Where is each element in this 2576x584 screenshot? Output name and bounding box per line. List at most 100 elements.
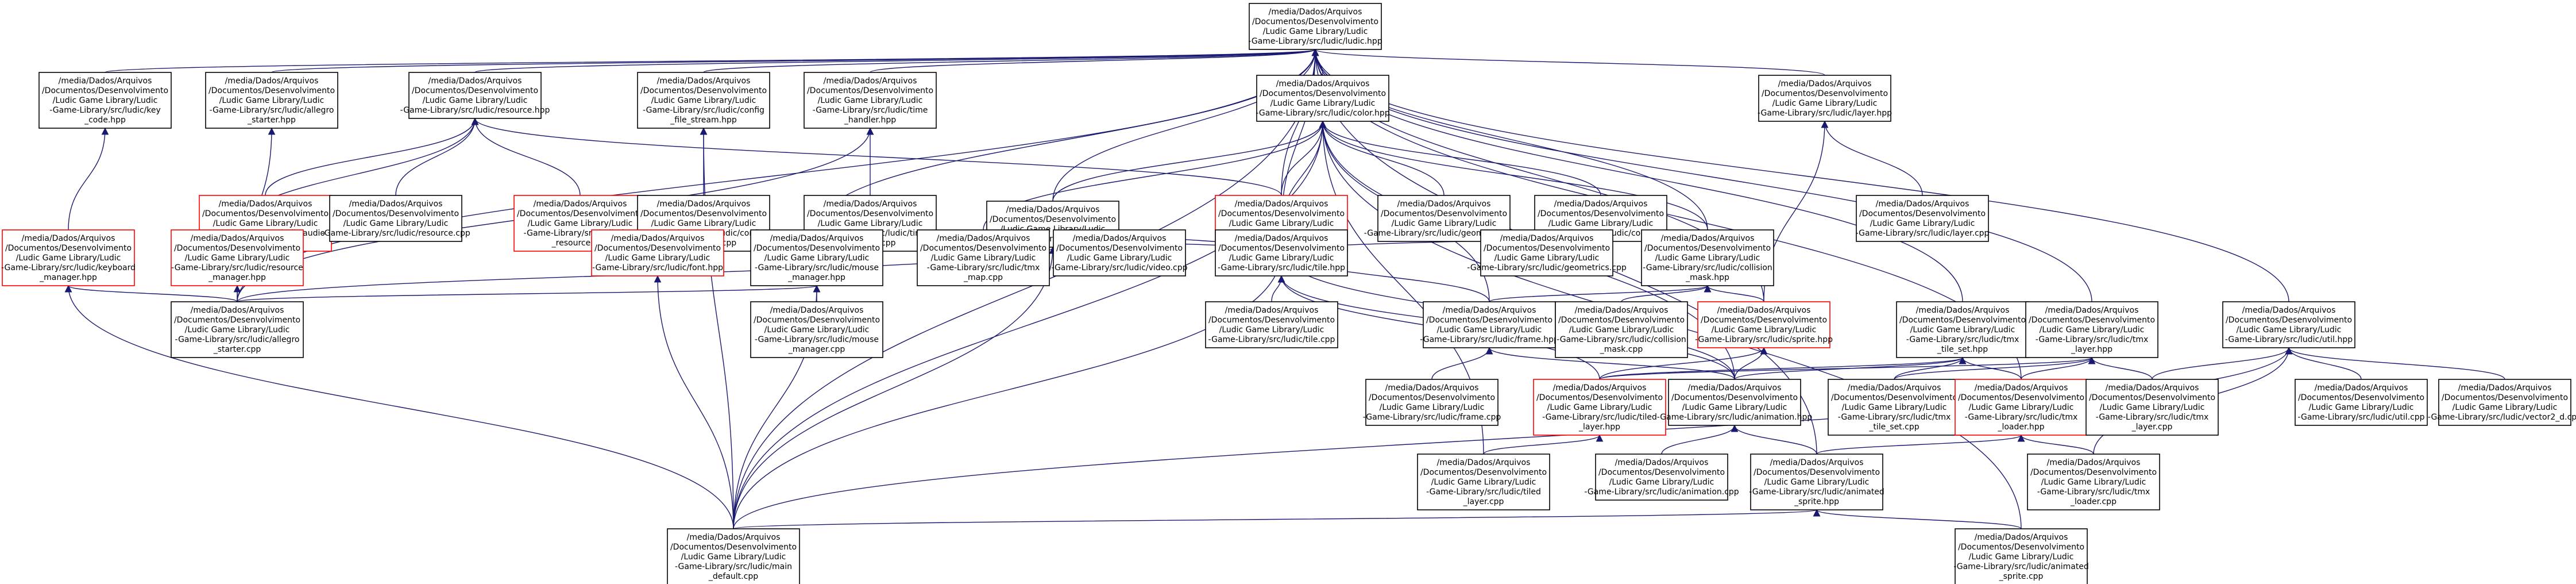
node-label-line: /Ludic Game Library/Ludic (1772, 99, 1878, 108)
graph-node-keyboard-manager-hpp[interactable]: /media/Dados/Arquivos/Documentos/Desenvo… (1, 229, 136, 286)
graph-node-animated-sprite-hpp[interactable]: /media/Dados/Arquivos/Documentos/Desenvo… (1749, 454, 1884, 510)
graph-node-video-cpp[interactable]: /media/Dados/Arquivos/Documentos/Desenvo… (1052, 229, 1188, 276)
node-label-line: /Documentos/Desenvolvimento (1426, 316, 1552, 325)
graph-node-root[interactable]: /media/Dados/Arquivos/Documentos/Desenvo… (1248, 3, 1382, 50)
graph-node-util-cpp[interactable]: /media/Dados/Arquivos/Documentos/Desenvo… (2295, 379, 2428, 426)
node-label-line: /Ludic Game Library/Ludic (605, 253, 710, 263)
graph-node-tile-hpp[interactable]: /media/Dados/Arquivos/Documentos/Desenvo… (1215, 229, 1348, 276)
node-label-line: -Game-Library/src/ludic/animated (1749, 487, 1884, 497)
node-label-line: /Documentos/Desenvolvimento (1762, 89, 1888, 98)
graph-node-mouse-manager-hpp[interactable]: /media/Dados/Arquivos/Documentos/Desenvo… (750, 229, 883, 286)
node-label-line: -Game-Library/src/ludic/resource.hpp (400, 106, 550, 115)
graph-node-sprite-hpp[interactable]: /media/Dados/Arquivos/Documentos/Desenvo… (1695, 301, 1833, 348)
node-label-line: _layer.cpp (2131, 422, 2173, 432)
node-label-line: /media/Dados/Arquivos (770, 234, 864, 243)
graph-node-frame-hpp[interactable]: /media/Dados/Arquivos/Documentos/Desenvo… (1420, 301, 1559, 348)
node-box (408, 72, 542, 119)
node-label-line: _file_stream.hpp (670, 116, 737, 125)
node-label-line: /Documentos/Desenvolvimento (1369, 393, 1495, 402)
graph-node-resource-hpp[interactable]: /media/Dados/Arquivos/Documentos/Desenvo… (400, 72, 550, 119)
graph-node-layer-hpp[interactable]: /media/Dados/Arquivos/Documentos/Desenvo… (1758, 75, 1892, 122)
node-label-line: /media/Dados/Arquivos (191, 306, 284, 315)
node-label-line: _starter.cpp (213, 345, 261, 354)
node-label-line: /Ludic Game Library/Ludic (1655, 253, 1760, 263)
node-label-line: _tile_set.hpp (1937, 345, 1988, 354)
graph-node-tile-cpp[interactable]: /media/Dados/Arquivos/Documentos/Desenvo… (1205, 301, 1338, 348)
node-label-line: /media/Dados/Arquivos (687, 533, 781, 542)
graph-node-tiled-layer-cpp[interactable]: /media/Dados/Arquivos/Documentos/Desenvo… (1417, 454, 1550, 510)
node-box (1955, 528, 2088, 584)
graph-node-layer-cpp[interactable]: /media/Dados/Arquivos/Documentos/Desenvo… (1856, 195, 1990, 242)
include-edge (1319, 120, 1708, 230)
node-label-line: -Game-Library/src/ludic/tmx (1838, 413, 1951, 422)
include-edge (1816, 434, 2025, 455)
graph-node-vector2-d-cpp[interactable]: /media/Dados/Arquivos/Documentos/Desenvo… (2428, 379, 2576, 426)
graph-node-tmx-tile-set-hpp[interactable]: /media/Dados/Arquivos/Documentos/Desenvo… (1896, 301, 2029, 358)
node-box (2085, 379, 2219, 436)
graph-node-animation-cpp[interactable]: /media/Dados/Arquivos/Documentos/Desenvo… (1584, 454, 1739, 501)
node-label-line: /Ludic Game Library/Ludic (1569, 325, 1674, 335)
node-label-line: /Ludic Game Library/Ludic (818, 219, 923, 228)
include-edge (1599, 356, 2095, 380)
graph-node-collision-mask-cpp[interactable]: /media/Dados/Arquivos/Documentos/Desenvo… (1555, 301, 1688, 358)
graph-node-tmx-map-cpp[interactable]: /media/Dados/Arquivos/Documentos/Desenvo… (917, 229, 1050, 286)
node-label-line: /media/Dados/Arquivos (22, 234, 115, 243)
graph-node-tmx-layer-hpp[interactable]: /media/Dados/Arquivos/Documentos/Desenvo… (2025, 301, 2158, 358)
graph-node-tmx-loader-hpp[interactable]: /media/Dados/Arquivos/Documentos/Desenvo… (1955, 379, 2088, 436)
node-label-line: /Ludic Game Library/Ludic (185, 325, 290, 335)
node-label-line: -Game-Library/src/ludic/ludic.hpp (1248, 37, 1382, 46)
node-box (2438, 379, 2571, 426)
graph-node-collision-mask-hpp[interactable]: /media/Dados/Arquivos/Documentos/Desenvo… (1641, 229, 1774, 286)
node-label-line: /media/Dados/Arquivos (1500, 234, 1594, 243)
include-edge (237, 285, 820, 302)
graph-node-main-default-cpp[interactable]: /media/Dados/Arquivos/Documentos/Desenvo… (667, 528, 800, 584)
graph-node-frame-cpp[interactable]: /media/Dados/Arquivos/Documentos/Desenvo… (1363, 379, 1501, 426)
include-edge (1704, 285, 1764, 302)
node-label-line: /Ludic Game Library/Ludic (1219, 325, 1324, 335)
include-edge (471, 117, 1282, 196)
include-edge (733, 246, 1057, 529)
node-label-line: _loader.hpp (1997, 422, 2044, 432)
node-box (750, 229, 883, 286)
graph-node-util-hpp[interactable]: /media/Dados/Arquivos/Documentos/Desenvo… (2222, 301, 2355, 348)
graph-node-animated-sprite-cpp[interactable]: /media/Dados/Arquivos/Documentos/Desenvo… (1953, 528, 2089, 584)
graph-node-video-hpp[interactable]: /media/Dados/Arquivos/Documentos/Desenvo… (984, 201, 1121, 248)
node-label-line: /Ludic Game Library/Ludic (1682, 403, 1787, 412)
graph-node-resource-cpp[interactable]: /media/Dados/Arquivos/Documentos/Desenvo… (321, 195, 470, 242)
node-label-line: -Game-Library/src/ludic/resource (171, 263, 303, 272)
node-label-line: -Game-Library/src/ludic/animation.hpp (1657, 413, 1813, 422)
graph-node-tmx-layer-cpp[interactable]: /media/Dados/Arquivos/Documentos/Desenvo… (2085, 379, 2219, 436)
graph-node-time-handler-hpp[interactable]: /media/Dados/Arquivos/Documentos/Desenvo… (804, 72, 937, 129)
graph-node-resource-manager-hpp[interactable]: /media/Dados/Arquivos/Documentos/Desenvo… (171, 229, 304, 286)
graph-node-geometrics-hpp[interactable]: /media/Dados/Arquivos/Documentos/Desenvo… (1364, 195, 1524, 242)
include-edge (1319, 120, 1445, 196)
include-edge (68, 127, 109, 230)
node-box (1480, 229, 1613, 276)
graph-node-key-code[interactable]: /media/Dados/Arquivos/Documentos/Desenvo… (38, 72, 172, 129)
graph-node-geometrics-cpp[interactable]: /media/Dados/Arquivos/Documentos/Desenvo… (1467, 229, 1627, 276)
node-label-line: /media/Dados/Arquivos (1443, 306, 1536, 315)
node-label-line: /Documentos/Desenvolvimento (2089, 393, 2215, 402)
include-edge (1319, 120, 1601, 196)
node-box (2025, 301, 2158, 358)
graph-node-tiled-layer-hpp[interactable]: /media/Dados/Arquivos/Documentos/Desenvo… (1533, 379, 1666, 436)
graph-node-allegro-starter-cpp[interactable]: /media/Dados/Arquivos/Documentos/Desenvo… (171, 301, 304, 358)
node-label-line: /Ludic Game Library/Ludic (1229, 253, 1334, 263)
graph-node-animation-hpp[interactable]: /media/Dados/Arquivos/Documentos/Desenvo… (1657, 379, 1813, 426)
graph-node-allegro-starter-hpp[interactable]: /media/Dados/Arquivos/Documentos/Desenvo… (205, 72, 338, 129)
node-box (1828, 379, 1961, 436)
node-label-line: /Ludic Game Library/Ludic (1437, 325, 1542, 335)
graph-node-tmx-tile-set-cpp[interactable]: /media/Dados/Arquivos/Documentos/Desenvo… (1828, 379, 1961, 436)
graph-node-tmx-loader-cpp[interactable]: /media/Dados/Arquivos/Documentos/Desenvo… (2027, 454, 2160, 510)
node-label-line: /Ludic Game Library/Ludic (213, 219, 318, 228)
node-label-line: /Documentos/Desenvolvimento (333, 209, 459, 218)
graph-node-config-file-stream-hpp[interactable]: /media/Dados/Arquivos/Documentos/Desenvo… (637, 72, 770, 129)
node-box (1641, 229, 1774, 286)
graph-node-font-hpp[interactable]: /media/Dados/Arquivos/Documentos/Desenvo… (591, 229, 724, 276)
graph-node-color-hpp[interactable]: /media/Dados/Arquivos/Documentos/Desenvo… (1256, 75, 1390, 122)
graph-node-mouse-manager-cpp[interactable]: /media/Dados/Arquivos/Documentos/Desenvo… (750, 301, 883, 358)
node-label-line: /Ludic Game Library/Ludic (1547, 403, 1652, 412)
include-edge (1312, 48, 1825, 76)
node-label-line: /Documentos/Desenvolvimento (1484, 244, 1610, 253)
include-edge (105, 48, 1319, 73)
